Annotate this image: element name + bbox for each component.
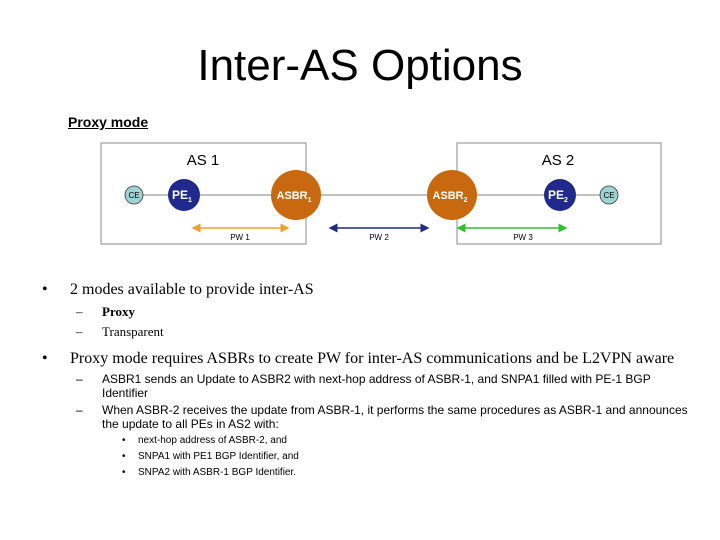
dash-mark: – [76, 403, 83, 417]
ce-right-label: CE [603, 191, 614, 200]
pw3-label: PW 3 [513, 233, 533, 242]
slide-title: Inter-AS Options [197, 41, 523, 90]
bullet-modes: • 2 modes available to provide inter-AS [40, 280, 690, 299]
bullet-dot: • [122, 435, 126, 446]
sub-bullet-transparent-text: Transparent [102, 324, 164, 339]
asbr2-node: ASBR2 [427, 170, 477, 220]
sub-sub-bullet-text: SNPA2 with ASBR-1 BGP Identifier. [138, 467, 297, 478]
slide-subtitle: Proxy mode [68, 114, 149, 130]
pw2-label: PW 2 [369, 233, 389, 242]
bullet-dot: • [42, 350, 48, 367]
pe2-node: PE2 [544, 179, 576, 211]
sub-sub-bullet-item: • next-hop address of ASBR-2, and [120, 434, 690, 447]
bullet-proxy-mode: • Proxy mode requires ASBRs to create PW… [40, 349, 690, 368]
bullet-list: • 2 modes available to provide inter-AS … [40, 280, 690, 482]
ce-left-label: CE [128, 191, 139, 200]
pw1-label: PW 1 [230, 233, 250, 242]
pe1-label: PE1 [172, 188, 192, 204]
bullet-modes-text: 2 modes available to provide inter-AS [70, 281, 314, 298]
inter-as-diagram: AS 1 AS 2 CE PE1 ASBR1 ASBR2 PE2 CE PW 1… [100, 142, 662, 245]
dash-mark: – [76, 304, 83, 319]
bullet-proxy-mode-text: Proxy mode requires ASBRs to create PW f… [70, 350, 675, 367]
sub-bullet-asbr2-receives: – When ASBR-2 receives the update from A… [74, 403, 690, 431]
bullet-dot: • [42, 281, 48, 298]
sub-bullet-asbr2-receives-text: When ASBR-2 receives the update from ASB… [102, 403, 688, 431]
dash-mark: – [76, 324, 83, 339]
ce-left-node: CE [124, 185, 144, 205]
sub-sub-bullet-item: • SNPA2 with ASBR-1 BGP Identifier. [120, 466, 690, 479]
asbr1-node: ASBR1 [271, 170, 321, 220]
bullet-dot: • [122, 467, 126, 478]
sub-bullet-proxy: – Proxy [74, 303, 690, 320]
as2-label: AS 2 [542, 152, 575, 169]
dash-mark: – [76, 372, 83, 386]
sub-bullet-asbr1-update-text: ASBR1 sends an Update to ASBR2 with next… [102, 372, 651, 400]
sub-sub-bullet-text: SNPA1 with PE1 BGP Identifier, and [138, 451, 299, 462]
sub-bullet-asbr1-update: – ASBR1 sends an Update to ASBR2 with ne… [74, 372, 690, 400]
as1-label: AS 1 [187, 152, 220, 169]
sub-sub-bullet-text: next-hop address of ASBR-2, and [138, 435, 287, 446]
pe2-label: PE2 [548, 188, 568, 204]
sub-bullet-transparent: – Transparent [74, 323, 690, 340]
bullet-dot: • [122, 451, 126, 462]
asbr1-label: ASBR1 [276, 190, 311, 204]
ce-right-node: CE [599, 185, 619, 205]
pe1-node: PE1 [168, 179, 200, 211]
asbr2-label: ASBR2 [432, 190, 467, 204]
sub-sub-bullet-item: • SNPA1 with PE1 BGP Identifier, and [120, 450, 690, 463]
sub-bullet-proxy-text: Proxy [102, 304, 135, 319]
